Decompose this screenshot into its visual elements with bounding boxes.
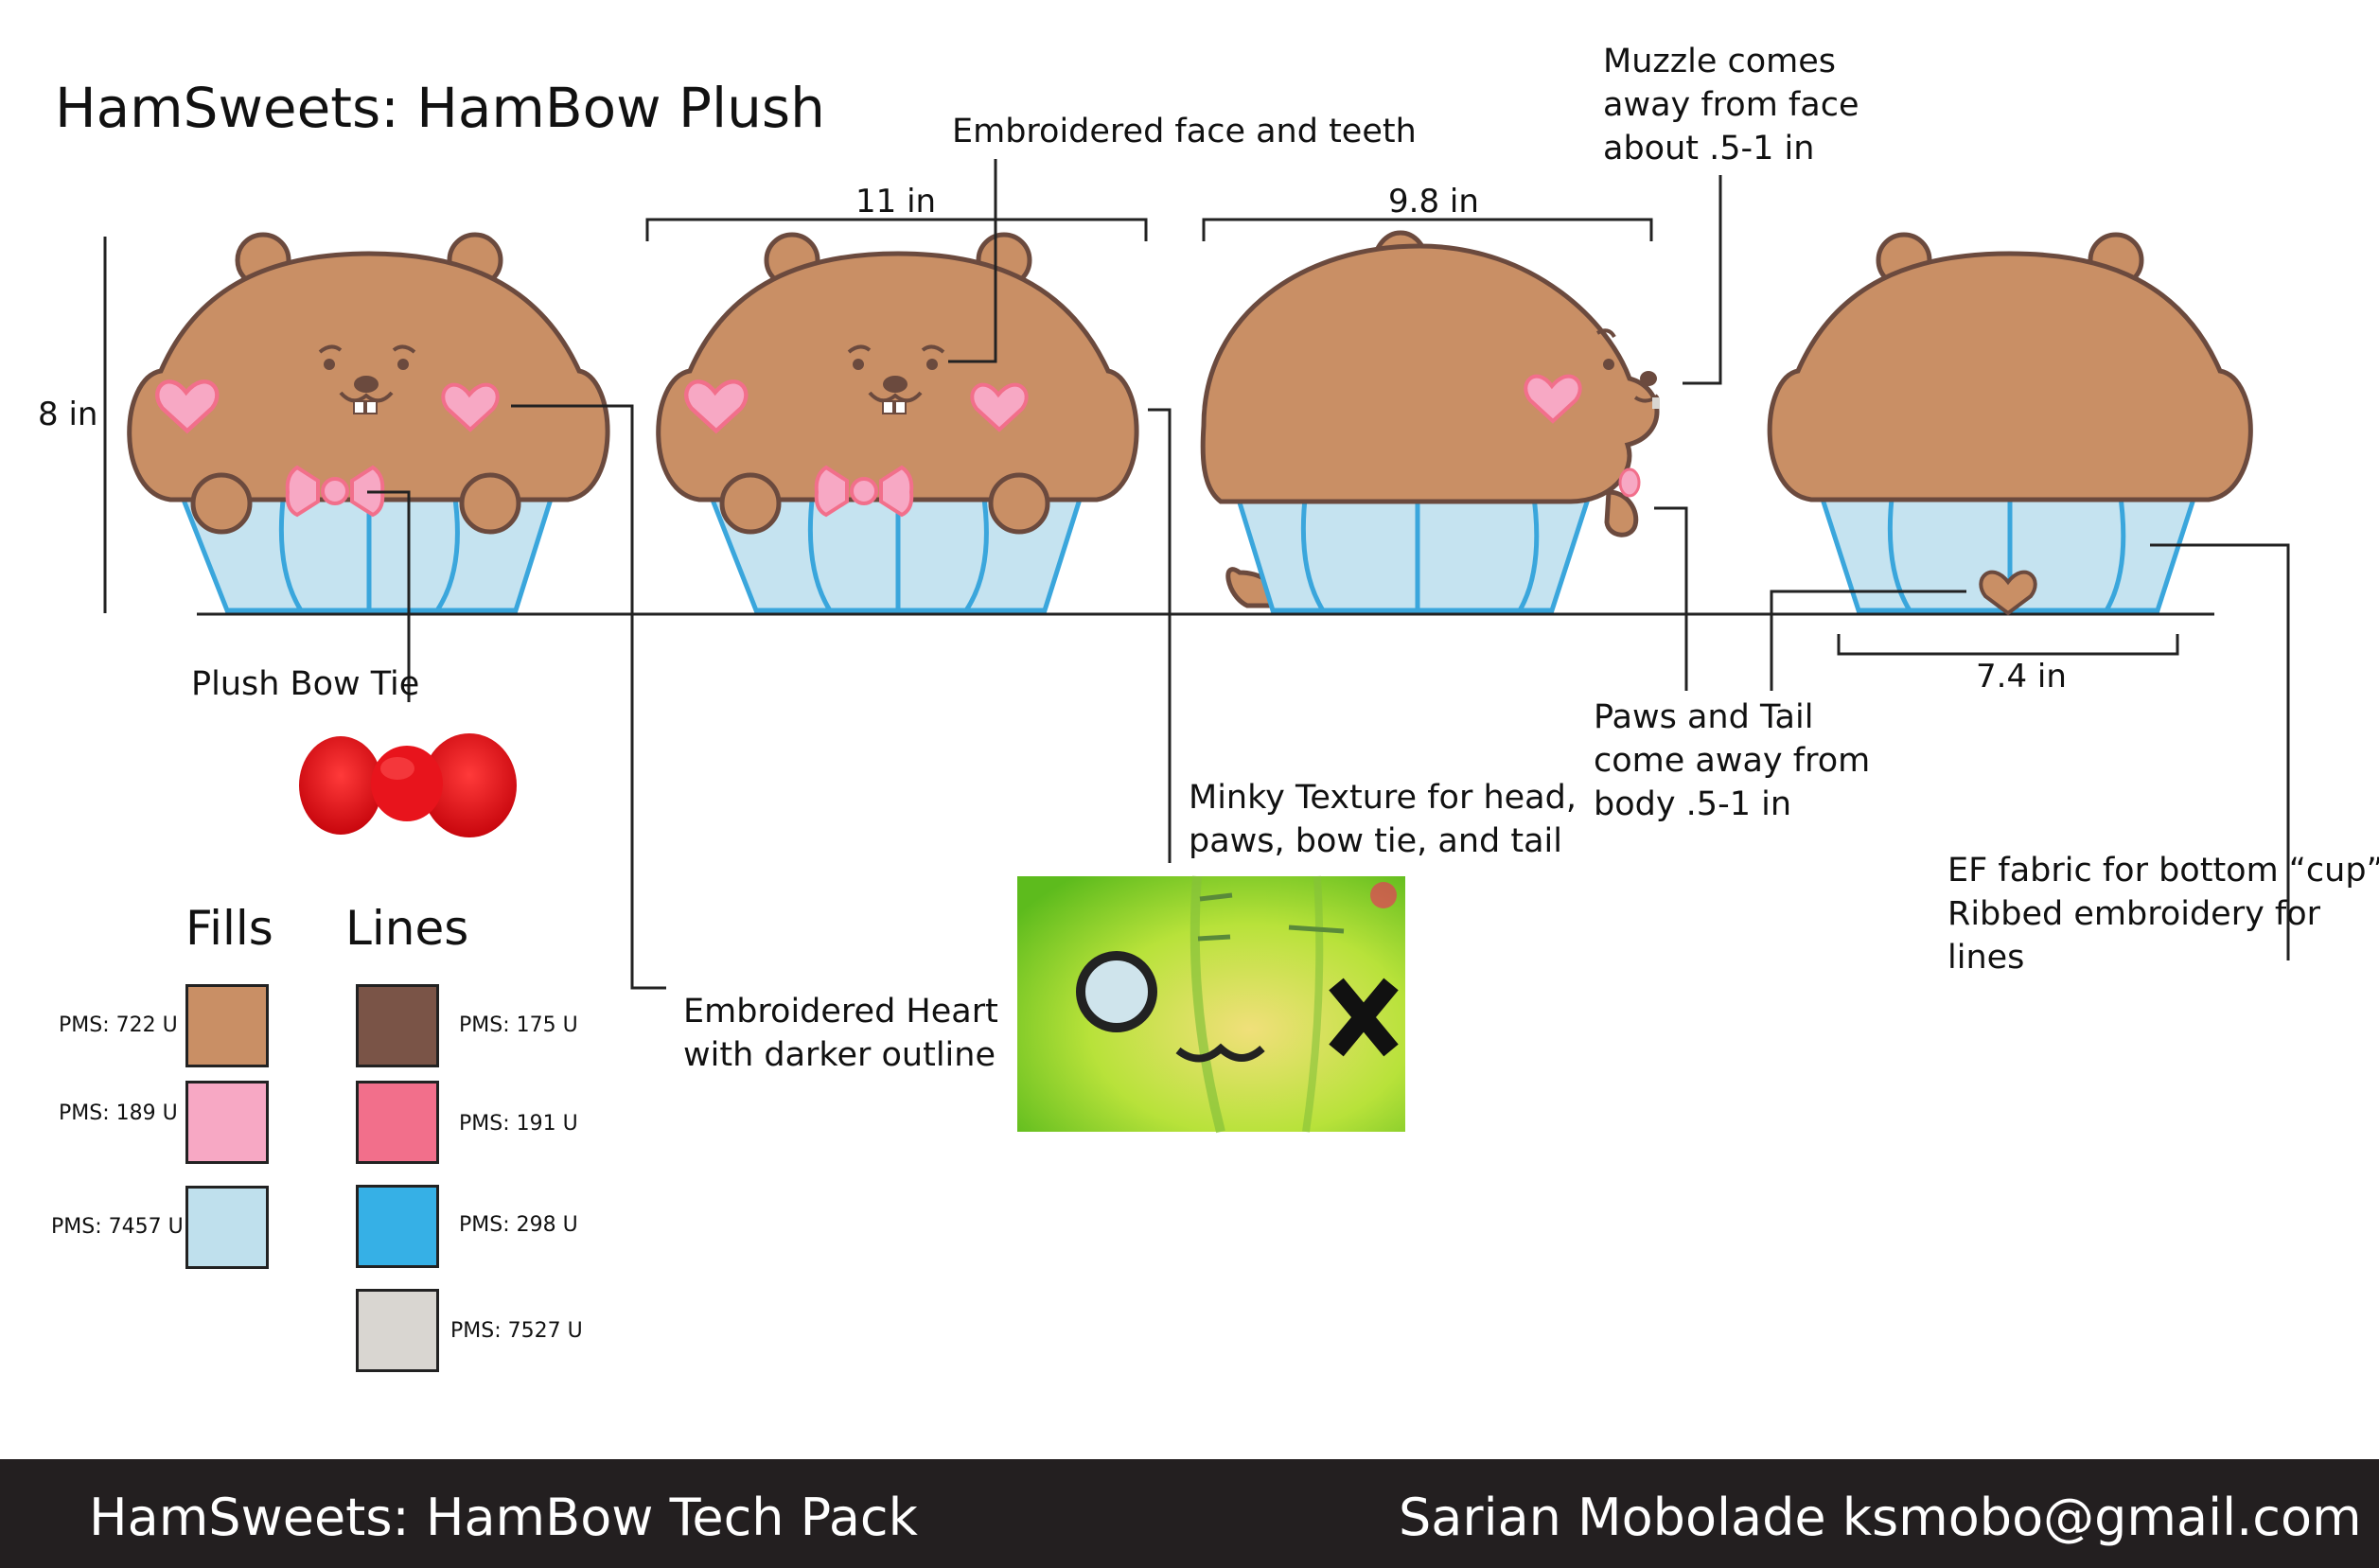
callout-paws-and-tail: Paws and Tail come away from body .5-1 i… xyxy=(1594,698,1871,823)
fill-pms-label: PMS: 189 U xyxy=(59,1101,178,1125)
bottom-width-label: 7.4 in xyxy=(1976,658,2067,696)
line-pms-label: PMS: 175 U xyxy=(459,1013,578,1037)
fill-swatch xyxy=(185,1081,269,1164)
hamster-front-view-1 xyxy=(127,232,610,613)
footer-title: HamSweets: HamBow Tech Pack xyxy=(89,1488,918,1547)
callout-leader-lines xyxy=(367,159,2290,990)
footer-author-contact: Sarian Mobolade ksmobo@gmail.com xyxy=(1399,1488,2362,1547)
side-width-label: 9.8 in xyxy=(1388,183,1479,220)
side-width-bracket xyxy=(1202,218,1653,241)
hamster-front-view-2 xyxy=(656,232,1139,613)
callout-muzzle: Muzzle comes away from face about .5-1 i… xyxy=(1603,43,1859,167)
fill-swatch xyxy=(185,984,269,1067)
hamster-back-view xyxy=(1767,232,2253,616)
line-pms-label: PMS: 191 U xyxy=(459,1112,578,1136)
callout-ef-fabric: EF fabric for bottom “cup” Ribbed embroi… xyxy=(1947,852,2379,977)
lines-heading: Lines xyxy=(345,901,469,956)
line-pms-label: PMS: 298 U xyxy=(459,1213,578,1237)
callout-embroidered-heart: Embroidered Heart with darker outline xyxy=(683,993,998,1074)
bottom-width-bracket xyxy=(1837,634,2179,656)
plush-bow-tie-image xyxy=(299,733,517,837)
line-pms-label: PMS: 7527 U xyxy=(450,1319,583,1343)
height-dimension-label: 8 in xyxy=(38,396,98,433)
front-width-bracket xyxy=(645,218,1148,241)
minky-texture-image xyxy=(1017,875,1405,1134)
callout-plush-bow-tie: Plush Bow Tie xyxy=(191,665,420,703)
line-swatch xyxy=(356,1289,439,1372)
line-swatch xyxy=(356,1081,439,1164)
front-width-label: 11 in xyxy=(855,183,937,220)
hamster-side-view xyxy=(1200,230,1660,613)
fill-pms-label: PMS: 7457 U xyxy=(51,1215,184,1239)
line-swatch xyxy=(356,984,439,1067)
footer-bar: HamSweets: HamBow Tech Pack Sarian Mobol… xyxy=(0,1459,2379,1568)
line-swatch xyxy=(356,1185,439,1268)
fill-swatch xyxy=(185,1186,269,1269)
callout-embroidered-face: Embroidered face and teeth xyxy=(952,113,1417,150)
fills-heading: Fills xyxy=(185,901,273,956)
callout-minky-texture: Minky Texture for head, paws, bow tie, a… xyxy=(1189,779,1577,860)
page-title: HamSweets: HamBow Plush xyxy=(55,76,825,140)
fill-pms-label: PMS: 722 U xyxy=(59,1013,178,1037)
